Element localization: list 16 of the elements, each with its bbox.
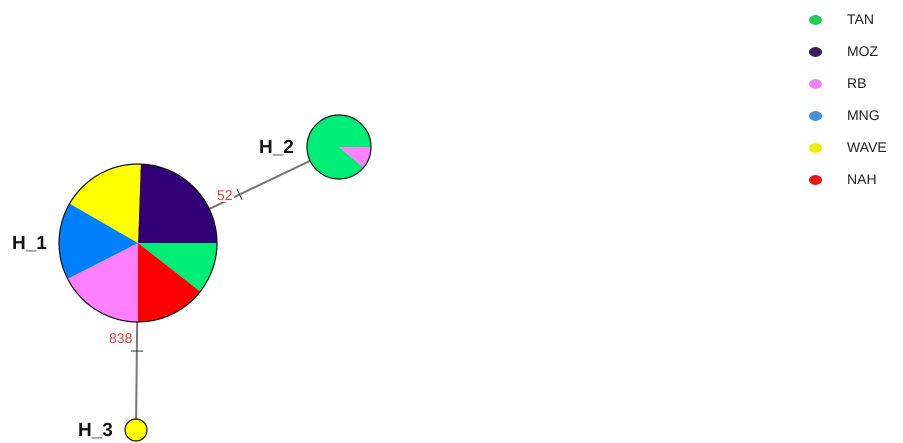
haplotype-node	[12, 164, 218, 323]
legend-label: MNG	[847, 108, 880, 122]
edge-label: 52	[216, 188, 234, 202]
connector-line	[130, 322, 144, 420]
legend-label: TAN	[847, 12, 874, 26]
legend-label: NAH	[847, 172, 877, 186]
legend-label: RB	[847, 76, 866, 90]
edge-label: 838	[108, 331, 134, 345]
haplotype-label: H_3	[78, 421, 113, 440]
haplotype-node	[259, 115, 372, 180]
haplotype-node	[78, 419, 148, 442]
haplotype-label: H_2	[259, 138, 294, 157]
haplotype-label: H_1	[12, 234, 47, 253]
connector-line	[208, 160, 311, 210]
legend-label: WAVE	[847, 140, 887, 154]
legend-label: MOZ	[847, 44, 878, 58]
